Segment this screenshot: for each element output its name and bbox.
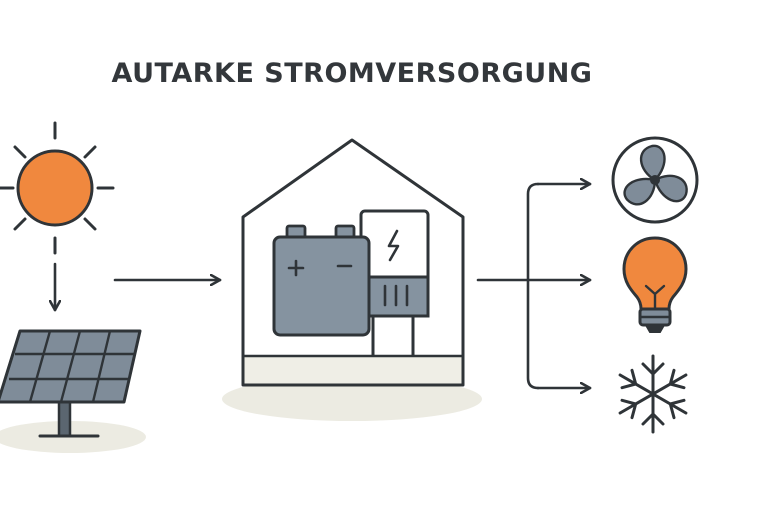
diagram-title: AUTARKE STROMVERSORGUNG	[111, 58, 593, 89]
house-floor	[243, 356, 463, 385]
lightning-icon	[387, 229, 400, 262]
house-icon	[222, 138, 482, 421]
fan-icon	[611, 136, 699, 224]
distribution-arrows	[476, 182, 592, 390]
house-ground-shadow	[222, 377, 482, 421]
lightbulb-icon	[622, 236, 688, 333]
solar-panel-icon	[0, 329, 146, 453]
inverter-icon	[359, 209, 430, 356]
bus-vertical-line	[526, 182, 540, 390]
sun-icon	[0, 121, 115, 255]
battery-icon	[272, 224, 371, 337]
snowflake-icon	[618, 354, 688, 434]
